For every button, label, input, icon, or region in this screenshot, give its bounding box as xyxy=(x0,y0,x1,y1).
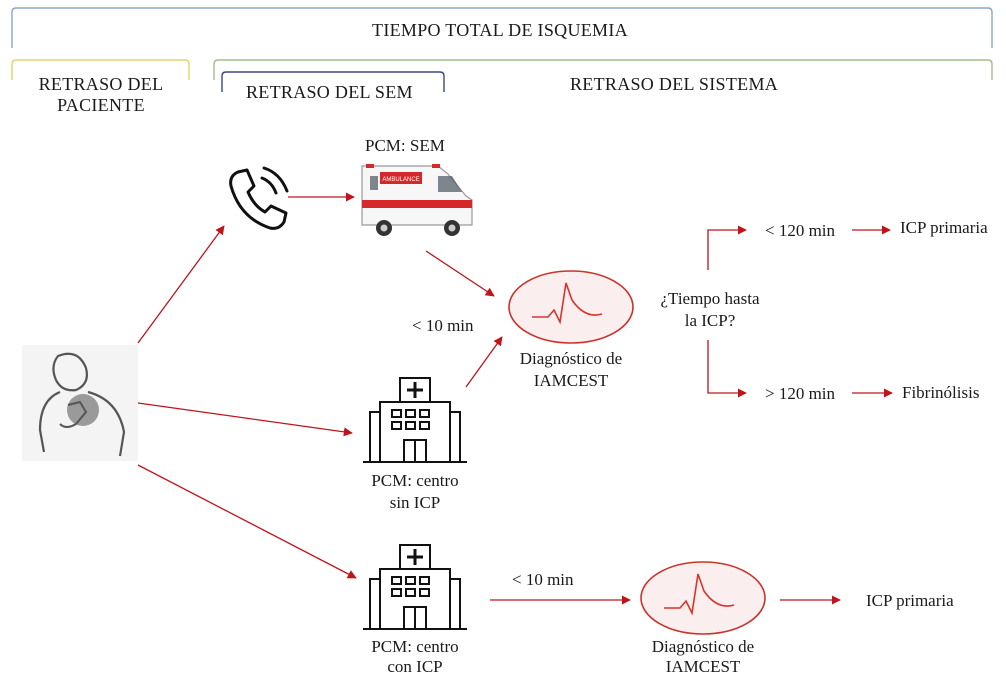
lt10-upper-label: < 10 min xyxy=(412,316,474,335)
ecg-icon xyxy=(532,282,603,325)
hospital-icon-con xyxy=(363,544,467,630)
arrow-patient-to-center-sin xyxy=(137,402,353,437)
sem-delay-label: RETRASO DEL SEM xyxy=(246,82,413,102)
diagnosis-lower-label-2: IAMCEST xyxy=(665,657,741,676)
bracket-total-time xyxy=(11,7,993,48)
bracket-sem-delay xyxy=(221,71,445,92)
pcm-con-label-2: con ICP xyxy=(387,657,443,676)
icp-primaria-upper-label: ICP primaria xyxy=(900,218,988,237)
ecg-icon xyxy=(664,573,735,616)
pcm-sem-label: PCM: SEM xyxy=(365,136,445,155)
lt120-label: < 120 min xyxy=(765,221,836,240)
question-label-2: la ICP? xyxy=(684,311,736,330)
patient-delay-label: RETRASO DEL PACIENTE xyxy=(38,74,164,115)
patient-chest-pain-icon xyxy=(22,345,138,461)
phone-icon xyxy=(229,166,289,230)
lt10-lower-label: < 10 min xyxy=(512,570,574,589)
pcm-sin-label-2: sin ICP xyxy=(389,493,441,512)
hospital-icon-sin xyxy=(363,377,467,463)
pcm-con-label-1: PCM: centro xyxy=(371,637,459,656)
diagnosis-oval-lower xyxy=(640,561,766,635)
bracket-system-delay xyxy=(213,59,993,80)
diagnosis-upper-label-2: IAMCEST xyxy=(533,371,609,390)
arrow-patient-to-center-con xyxy=(137,464,357,579)
arrow-patient-to-phone xyxy=(137,225,225,344)
total-ischemia-title: TIEMPO TOTAL DE ISQUEMIA xyxy=(372,20,628,40)
pcm-sin-label-1: PCM: centro xyxy=(371,471,459,490)
diagnosis-oval-upper xyxy=(508,270,634,344)
branch-to-lt120 xyxy=(707,225,747,270)
fibrinolisis-label: Fibrinólisis xyxy=(902,383,980,402)
system-delay-label: RETRASO DEL SISTEMA xyxy=(570,74,779,94)
question-label-1: ¿Tiempo hasta xyxy=(660,289,760,308)
ambulance-label: AMBULANCE xyxy=(382,177,419,183)
diagnosis-lower-label-1: Diagnóstico de xyxy=(651,637,755,656)
arrow-center-sin-to-diagnosis xyxy=(465,336,503,388)
bracket-patient-delay xyxy=(11,59,190,80)
ambulance-icon: AMBULANCE xyxy=(361,164,473,236)
arrow-ambulance-to-diagnosis xyxy=(425,250,495,297)
gt120-label: > 120 min xyxy=(765,384,836,403)
branch-to-gt120 xyxy=(707,340,747,398)
icp-primaria-lower-label: ICP primaria xyxy=(866,591,954,610)
diagnosis-upper-label-1: Diagnóstico de xyxy=(519,349,623,368)
